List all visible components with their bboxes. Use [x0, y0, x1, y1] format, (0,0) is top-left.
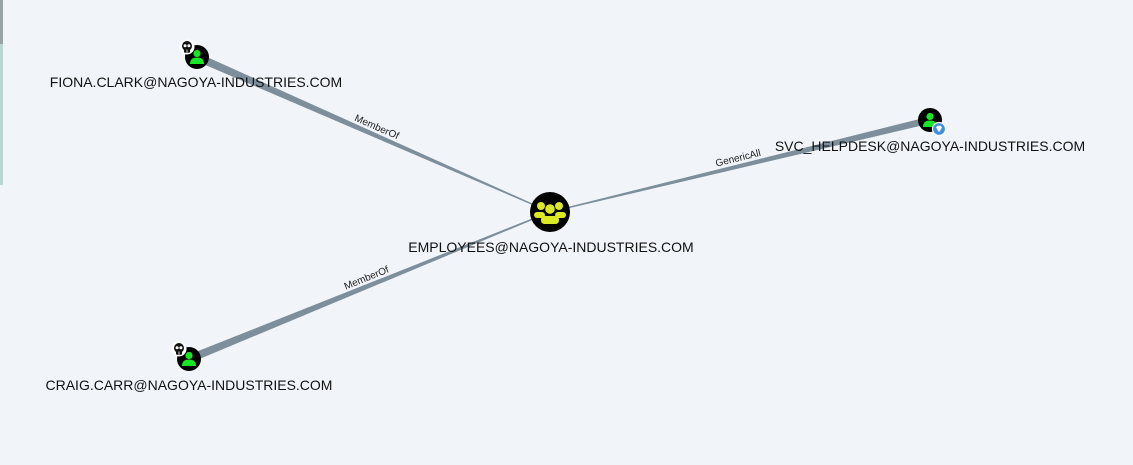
- node-svc[interactable]: SVC_HELPDESK@NAGOYA-INDUSTRIES.COM: [775, 108, 1085, 154]
- panel-edge-marker-top: [0, 0, 3, 44]
- skull-icon: [179, 39, 195, 55]
- edge-craig-employees[interactable]: [187, 211, 551, 363]
- node-craig[interactable]: CRAIG.CARR@NAGOYA-INDUSTRIES.COM: [46, 341, 333, 394]
- edge-employees-svc[interactable]: [549, 116, 931, 213]
- node-label: EMPLOYEES@NAGOYA-INDUSTRIES.COM: [408, 239, 693, 255]
- user-icon: [182, 351, 196, 366]
- skull-icon: [171, 341, 187, 357]
- user-icon: [190, 49, 204, 64]
- nodes-layer: FIONA.CLARK@NAGOYA-INDUSTRIES.COM SVC_HEL…: [46, 39, 1085, 394]
- node-fiona[interactable]: FIONA.CLARK@NAGOYA-INDUSTRIES.COM: [50, 39, 342, 91]
- group-icon: [534, 202, 566, 224]
- edge-fiona-employees[interactable]: [195, 53, 551, 213]
- node-label: CRAIG.CARR@NAGOYA-INDUSTRIES.COM: [46, 377, 333, 393]
- node-label: SVC_HELPDESK@NAGOYA-INDUSTRIES.COM: [775, 138, 1085, 154]
- node-label: FIONA.CLARK@NAGOYA-INDUSTRIES.COM: [50, 74, 342, 90]
- panel-edge-marker: [0, 0, 3, 185]
- node-employees[interactable]: EMPLOYEES@NAGOYA-INDUSTRIES.COM: [408, 192, 694, 255]
- diamond-badge-icon: [931, 121, 947, 137]
